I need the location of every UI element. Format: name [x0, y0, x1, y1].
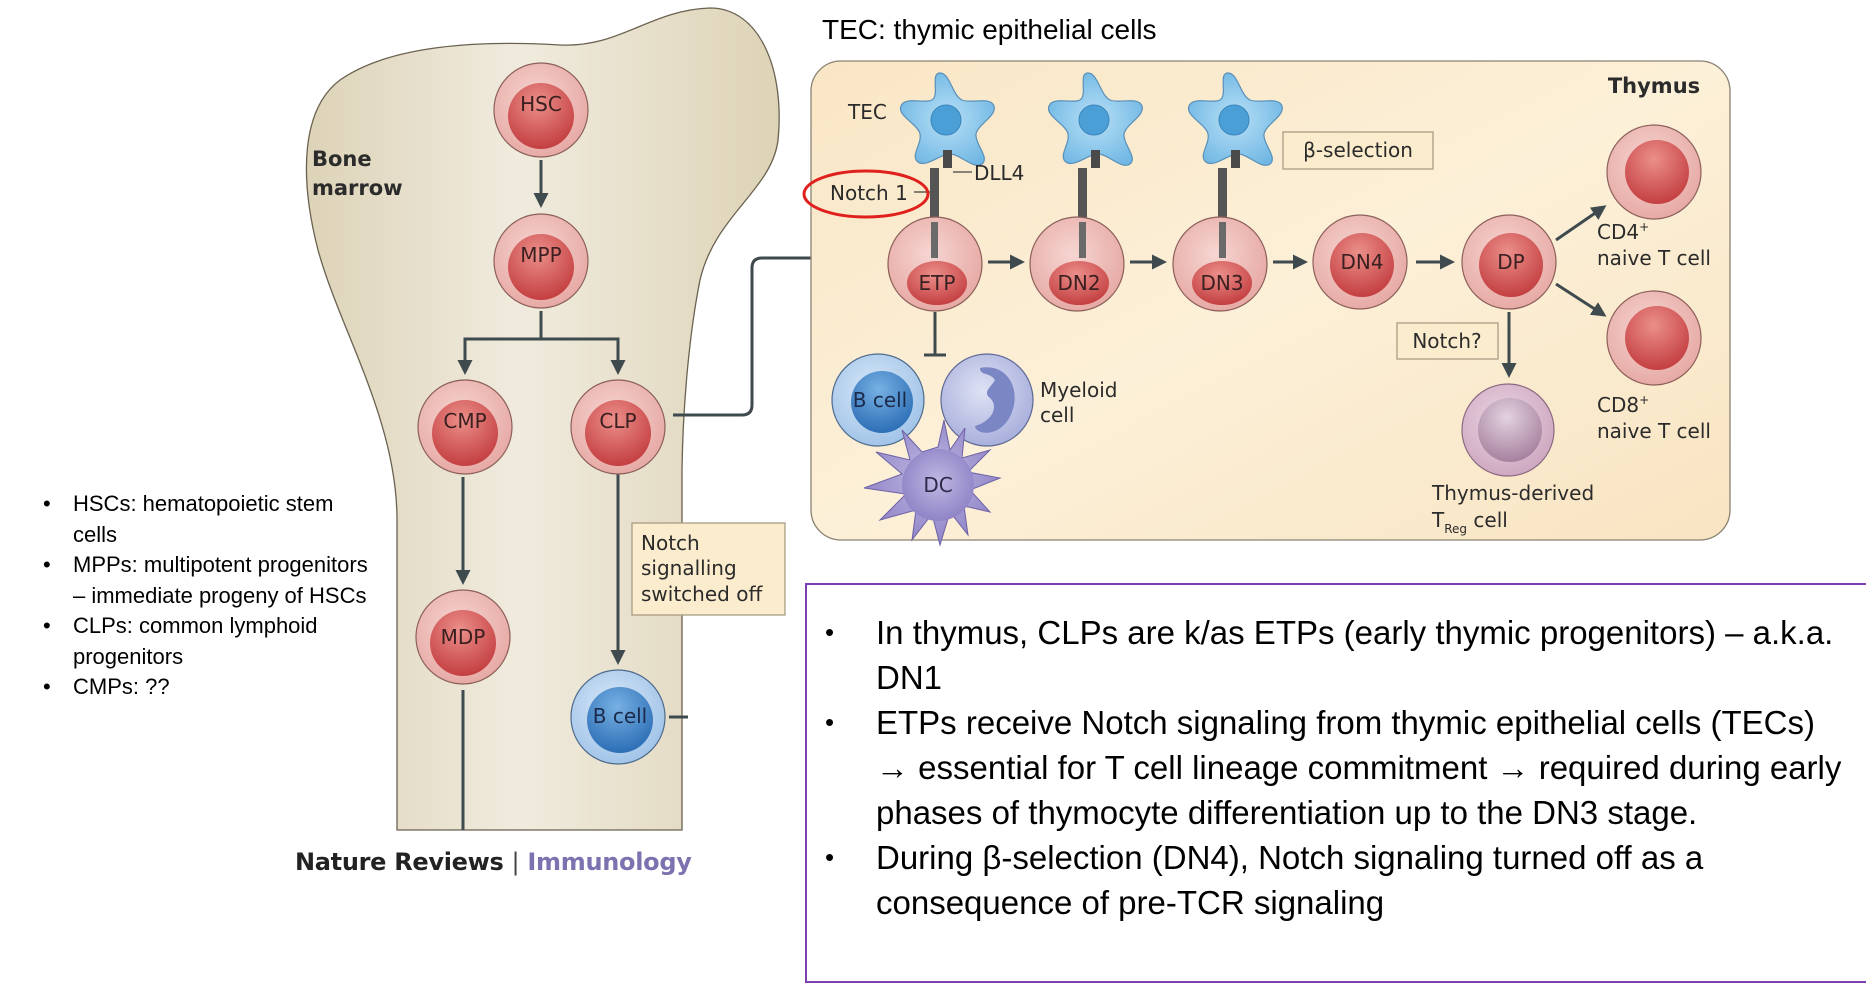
- svg-text:Notch?: Notch?: [1412, 329, 1481, 353]
- svg-text:B cell: B cell: [853, 388, 908, 412]
- arrow-mpp-cmp: [457, 311, 543, 375]
- svg-text:DN3: DN3: [1200, 271, 1243, 295]
- svg-text:CLP: CLP: [599, 409, 636, 433]
- svg-text:DC: DC: [923, 473, 952, 497]
- cell-dc: DC: [863, 419, 1002, 547]
- caption-journal: Immunology: [527, 848, 692, 876]
- cell-dn4: DN4: [1312, 214, 1408, 310]
- abbreviation-list: HSCs: hematopoietic stem cells MPPs: mul…: [30, 489, 380, 703]
- notch1-receptor-3: [1218, 168, 1227, 238]
- treg-label-line1: Thymus-derived: [1431, 481, 1594, 505]
- cell-dn2: DN2: [1029, 216, 1125, 312]
- dll4-label: DLL4: [974, 161, 1024, 185]
- svg-text:ETP: ETP: [919, 271, 956, 295]
- cell-mdp: MDP: [415, 589, 511, 685]
- cell-b-cell-bone: B cell: [570, 669, 666, 765]
- cell-dp: DP: [1461, 214, 1557, 310]
- cd8-desc: naive T cell: [1597, 419, 1711, 443]
- notch-receptors: [930, 150, 1240, 238]
- notch-switched-off-box: Notch signalling switched off: [631, 522, 786, 616]
- svg-text:CMP: CMP: [443, 409, 486, 433]
- dll4-ligand-2: [1091, 150, 1100, 168]
- notch-question-box: Notch?: [1396, 322, 1499, 360]
- arrow-dp-cd8: [1555, 282, 1607, 317]
- cell-clp: CLP: [570, 379, 666, 475]
- svg-text:β-selection: β-selection: [1303, 138, 1413, 162]
- svg-text:MDP: MDP: [441, 625, 486, 649]
- svg-text:B cell: B cell: [593, 704, 648, 728]
- notes-item: In thymus, CLPs are k/as ETPs (early thy…: [807, 610, 1866, 700]
- cd4-label: CD4+: [1597, 220, 1649, 244]
- tec-definition-title: TEC: thymic epithelial cells: [822, 14, 1157, 45]
- notch1-highlight-ellipse: [802, 169, 930, 219]
- cell-cmp: CMP: [417, 379, 513, 475]
- notch1-receptor-1: [930, 168, 939, 238]
- svg-text:DN4: DN4: [1340, 250, 1383, 274]
- abbreviation-item: CMPs: ??: [30, 672, 380, 703]
- figure-caption: Nature Reviews | Immunology: [295, 848, 692, 876]
- abbreviation-item: MPPs: multipotent progenitors – immediat…: [30, 550, 380, 611]
- treg-label-line2: TReg cell: [1431, 508, 1508, 536]
- notes-text-box: In thymus, CLPs are k/as ETPs (early thy…: [805, 583, 1866, 983]
- tec-cell-2: [1047, 72, 1143, 166]
- cell-b-cell-thymus: B cell: [831, 353, 925, 447]
- cell-dn3: DN3: [1172, 216, 1268, 312]
- cell-etp: ETP: [887, 216, 983, 312]
- notch1-label: Notch 1: [830, 181, 908, 205]
- arrow-mpp-clp: [541, 337, 626, 375]
- cell-mpp: MPP: [493, 213, 589, 309]
- tec-label: TEC: [847, 100, 887, 124]
- svg-text:HSC: HSC: [520, 92, 562, 116]
- beta-selection-box: β-selection: [1282, 131, 1434, 170]
- notes-item: ETPs receive Notch signaling from thymic…: [807, 700, 1866, 835]
- notch1-receptor-2: [1078, 168, 1087, 238]
- caption-separator: |: [511, 848, 520, 876]
- notes-item: During β-selection (DN4), Notch signalin…: [807, 835, 1866, 925]
- arrow-clp-to-etp: [673, 250, 881, 417]
- dll4-ligand-3: [1231, 150, 1240, 168]
- cd8-label: CD8+: [1597, 393, 1649, 417]
- abbreviation-item: HSCs: hematopoietic stem cells: [30, 489, 380, 550]
- thymus-lineage-arrows: [924, 205, 1607, 378]
- abbreviation-item: CLPs: common lymphoid progenitors: [30, 611, 380, 672]
- cell-cd4-naive-t: [1606, 124, 1702, 220]
- cell-cd8-naive-t: [1606, 290, 1702, 386]
- svg-text:DN2: DN2: [1057, 271, 1100, 295]
- svg-text:switched off: switched off: [641, 582, 763, 606]
- svg-text:Notch: Notch: [641, 531, 700, 555]
- bone-lineage-arrows: [455, 160, 881, 830]
- bone-marrow-label-2: marrow: [312, 176, 403, 200]
- myeloid-label: Myeloid: [1040, 378, 1117, 402]
- cell-myeloid: [940, 353, 1034, 447]
- svg-text:signalling: signalling: [641, 556, 737, 580]
- svg-text:MPP: MPP: [520, 243, 561, 267]
- thymus-label: Thymus: [1608, 74, 1700, 98]
- bone-marrow-label: Bone: [312, 147, 372, 171]
- notes-list: In thymus, CLPs are k/as ETPs (early thy…: [807, 610, 1866, 925]
- cd4-desc: naive T cell: [1597, 246, 1711, 270]
- myeloid-label-2: cell: [1040, 403, 1074, 427]
- arrow-dp-cd4: [1555, 205, 1607, 242]
- cell-hsc: HSC: [493, 62, 589, 158]
- notch-intracellular-segments: [931, 222, 1226, 258]
- caption-publisher: Nature Reviews: [295, 848, 504, 876]
- dll4-ligand-1: [943, 150, 952, 168]
- svg-text:DP: DP: [1497, 250, 1524, 274]
- figure-diagram: Bone marrow HSC MPP CMP CLP MDP: [305, 7, 1731, 831]
- cell-treg: [1461, 383, 1555, 477]
